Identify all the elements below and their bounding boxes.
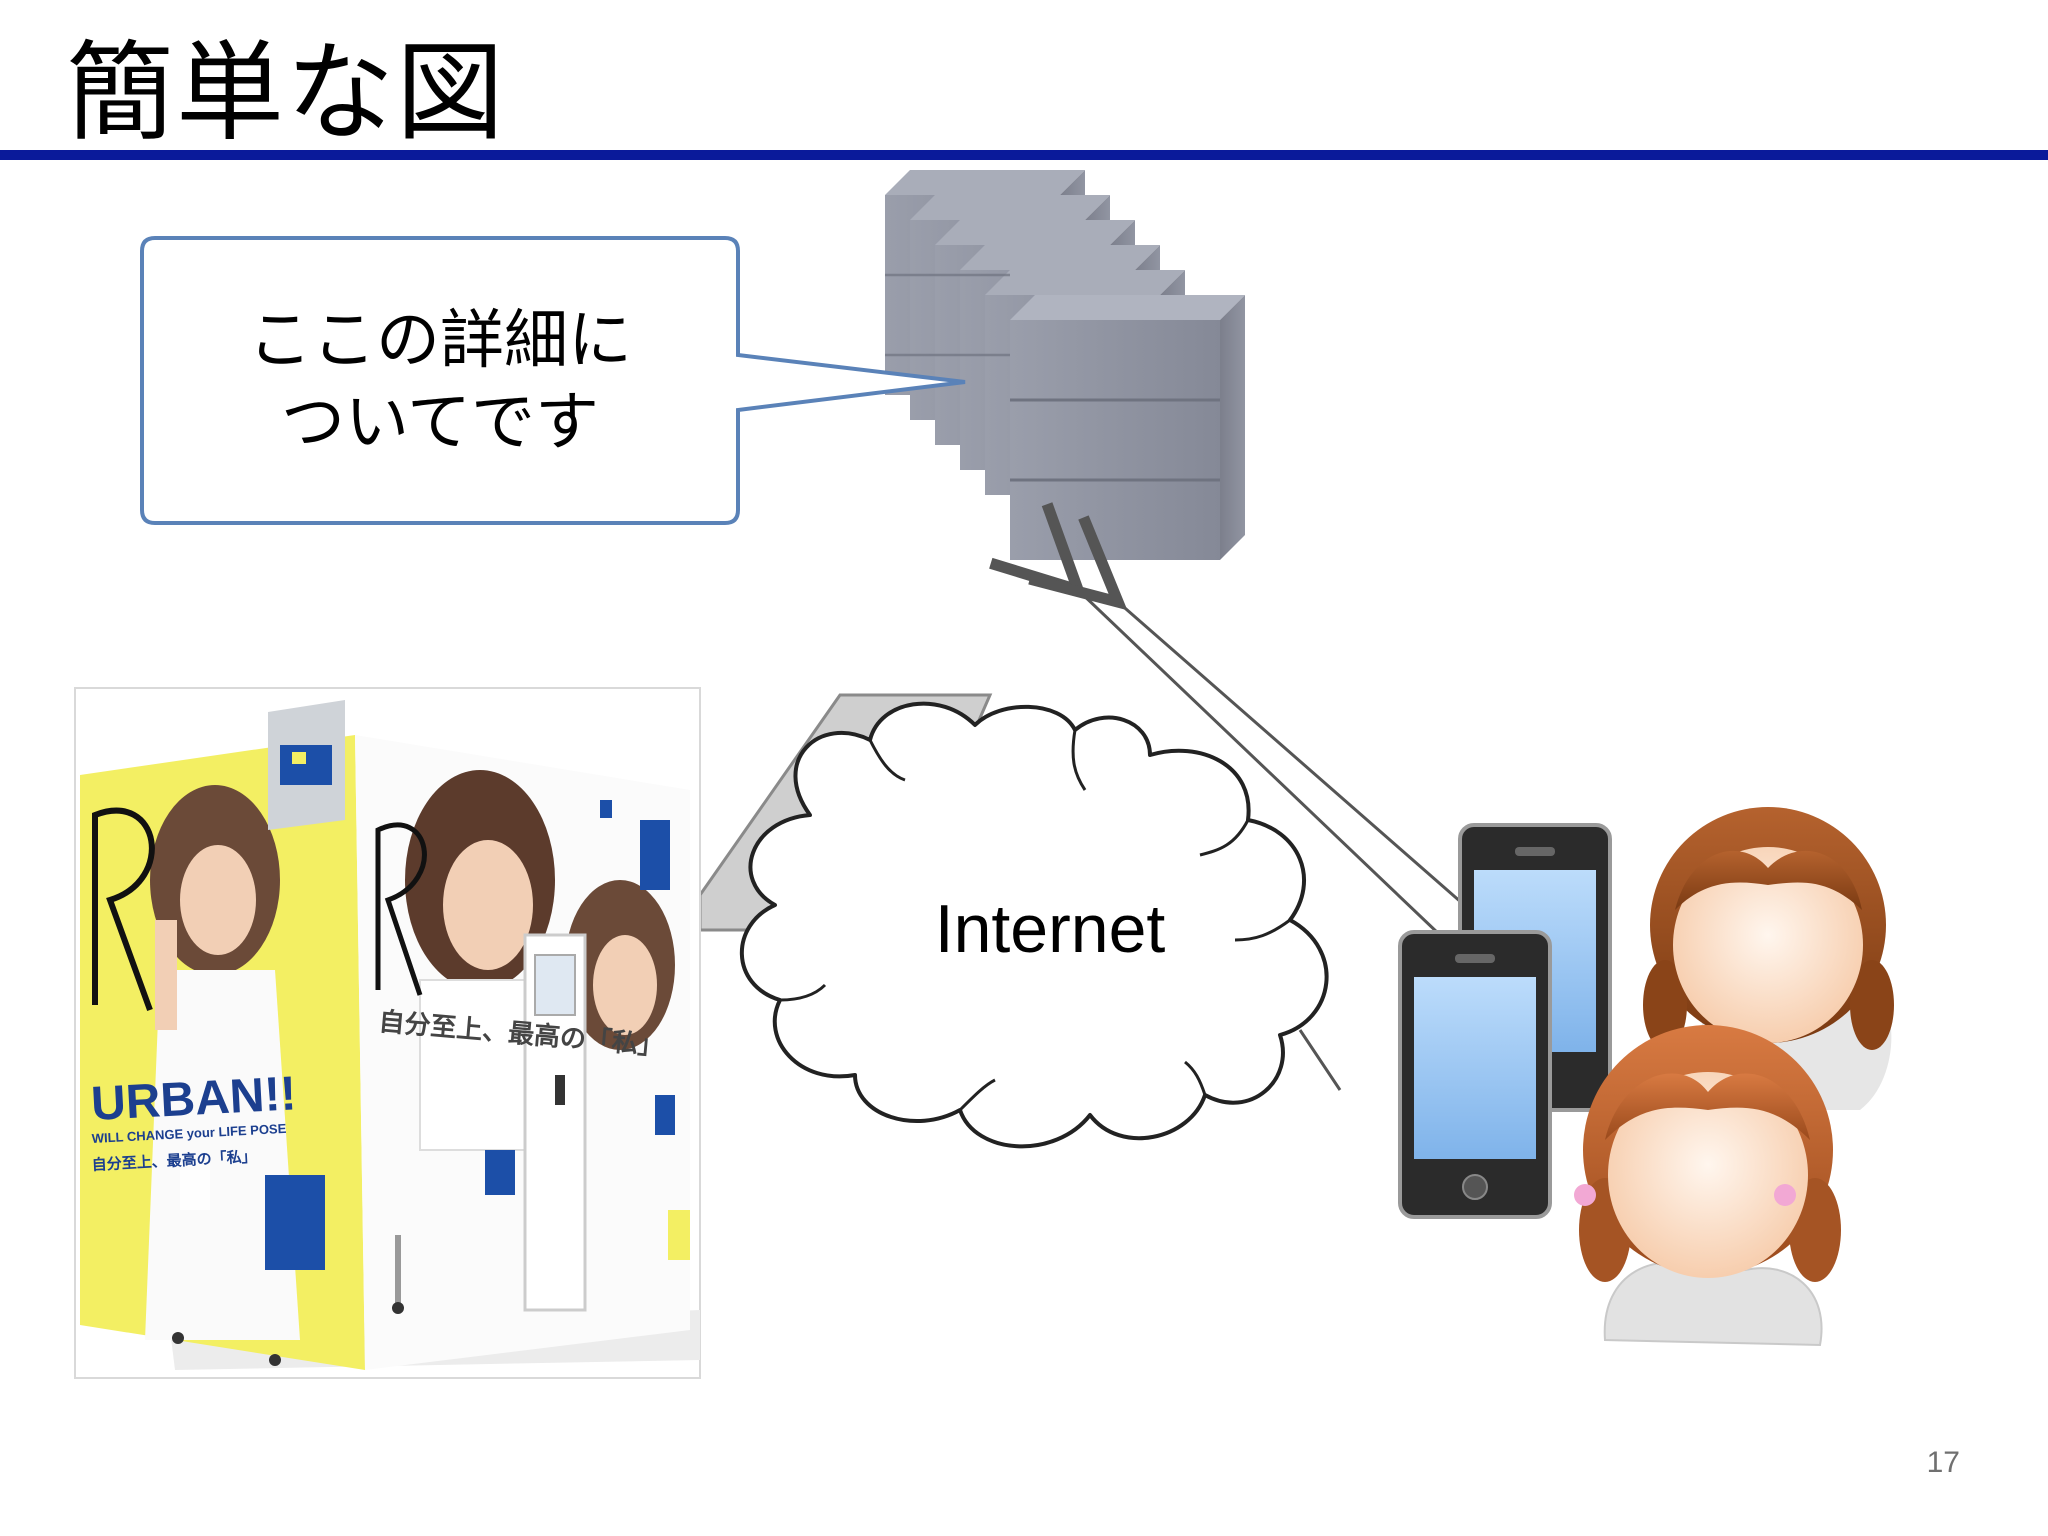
callout-text: ここの詳細に ついてです (150, 300, 730, 464)
server-rack-icon (885, 170, 1245, 560)
callout-bubble (140, 236, 966, 525)
page-number: 17 (1926, 1446, 1960, 1479)
callout-line-2: ついてです (280, 386, 600, 460)
title-rule (0, 150, 2048, 160)
slide-title: 簡単な図 (66, 31, 507, 156)
smartphone-icon (1398, 823, 1612, 1219)
cloud-label: Internet (934, 891, 1166, 967)
upload-arrows (1078, 590, 1471, 1091)
callout-line-1: ここの詳細に (248, 304, 632, 378)
user-avatar-icon (1574, 807, 1894, 1347)
cloud-icon (739, 701, 1329, 1149)
booth-brand-text: URBAN!! (90, 1067, 298, 1131)
photo-booth-image: URBAN!! WILL CHANGE your LIFE POSE 自分至上、… (74, 687, 701, 1379)
